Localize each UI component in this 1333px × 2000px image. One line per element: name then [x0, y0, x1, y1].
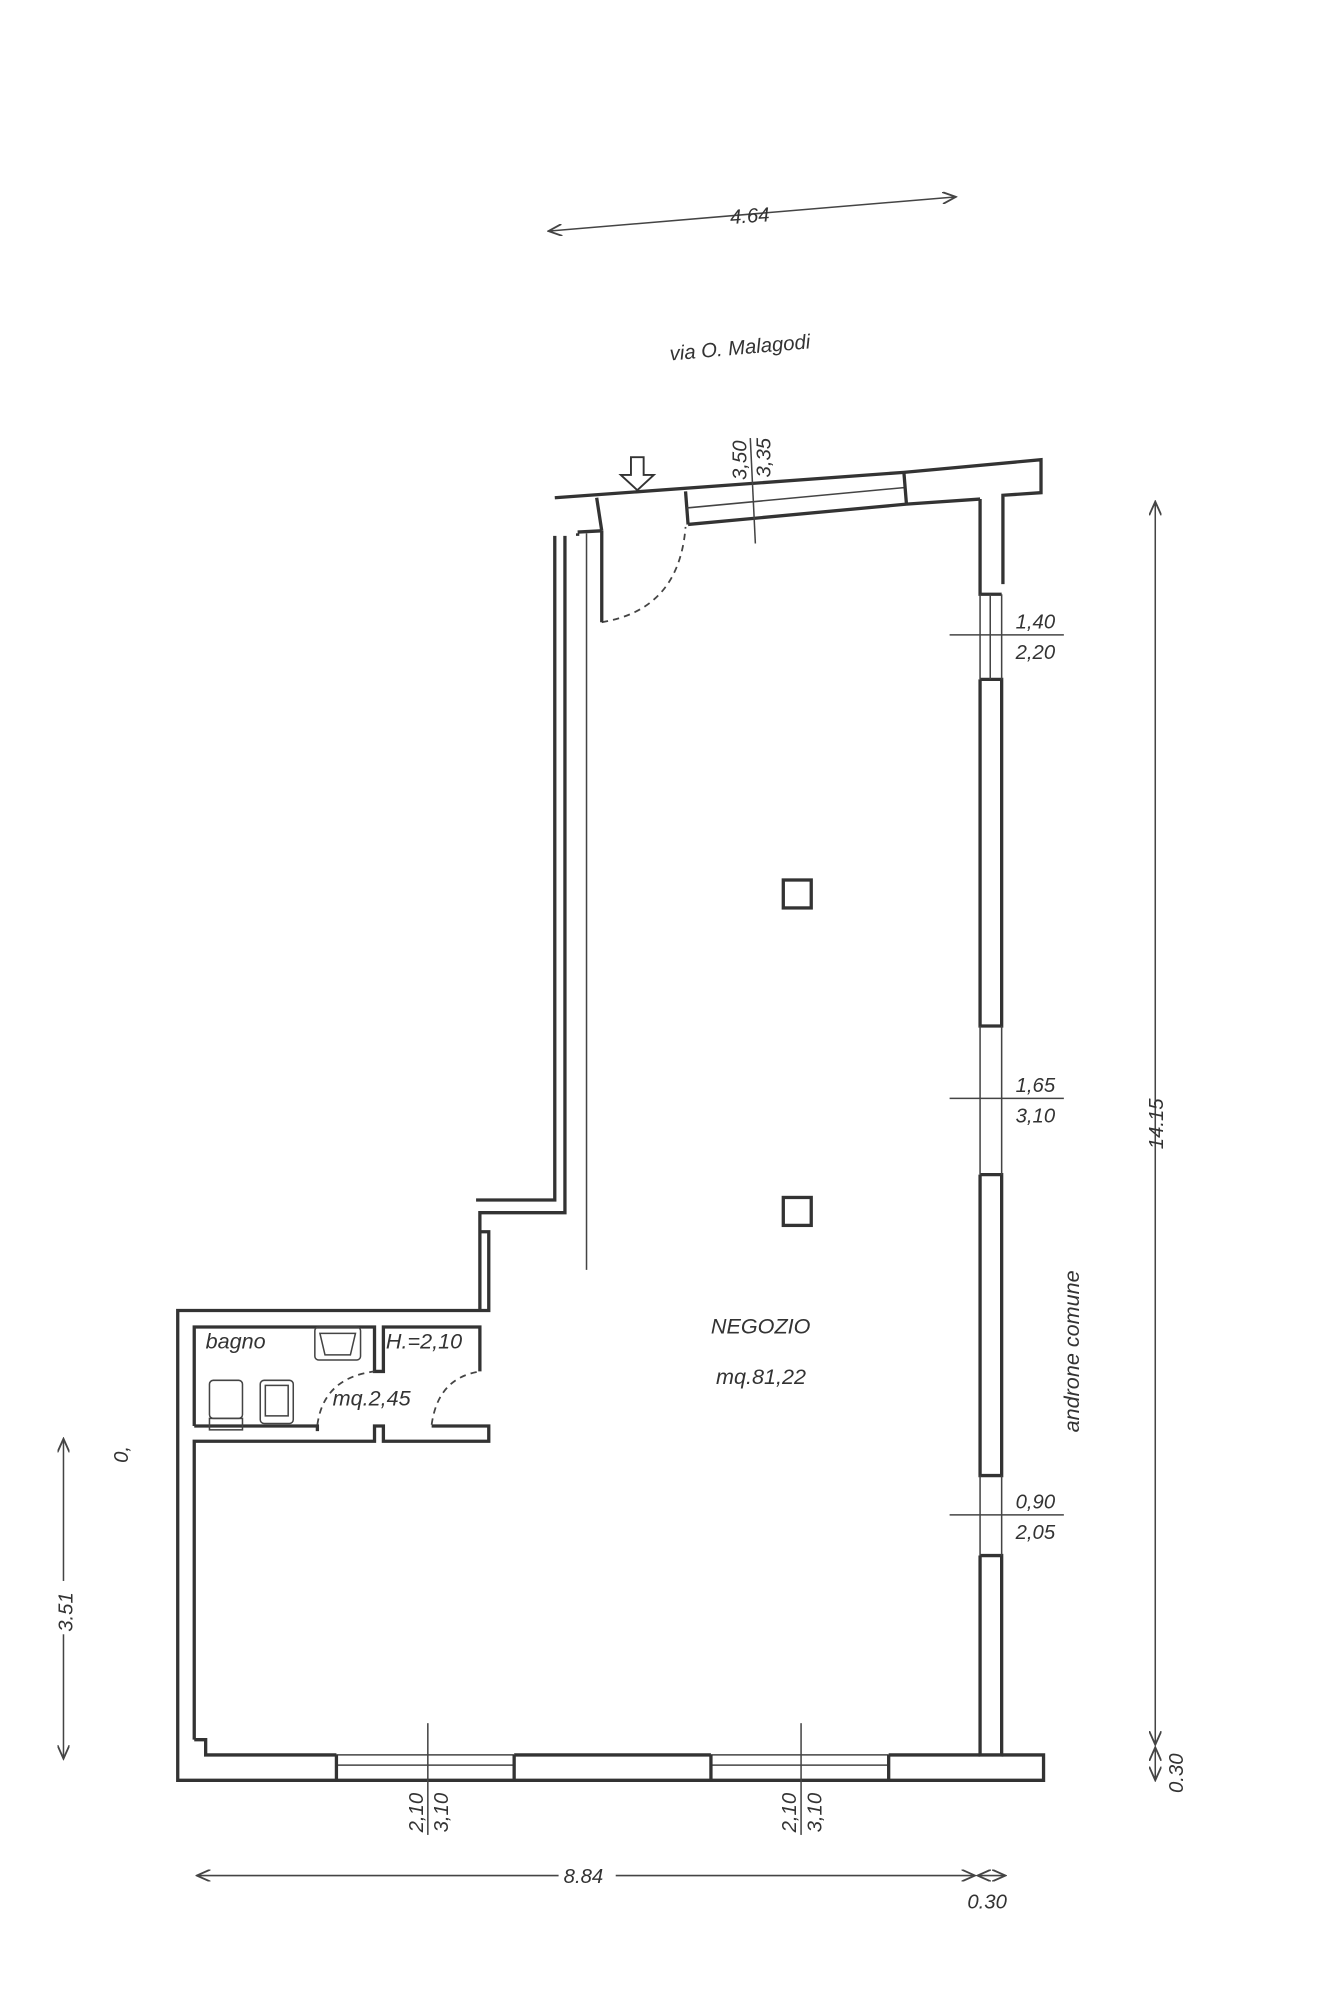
dimension-label: 4.64	[729, 204, 770, 229]
room-name: NEGOZIO	[711, 1313, 811, 1338]
opening-width: 2,10	[779, 1792, 801, 1833]
street-label: via O. Malagodi	[669, 331, 812, 365]
wc-door-swing	[430, 1370, 481, 1425]
opening-width: 0,90	[1016, 1492, 1056, 1514]
opening-height: 3,35	[754, 437, 776, 477]
bathroom-height: H.=2,10	[386, 1329, 462, 1354]
svg-text:0.30: 0.30	[967, 1892, 1007, 1914]
sink-icon	[314, 1326, 362, 1361]
top-dimension: 4.64	[548, 197, 956, 231]
room-area: mq.81,22	[716, 1364, 806, 1389]
column	[781, 1195, 813, 1228]
bathroom-area: mq.2,45	[333, 1386, 412, 1411]
svg-text:8.84: 8.84	[564, 1866, 604, 1888]
walls	[176, 457, 1046, 1782]
opening-height: 3,10	[1016, 1106, 1056, 1128]
opening-width: 2,10	[406, 1792, 428, 1833]
entrance-arrow-icon	[618, 456, 657, 492]
entrance-door-swing	[601, 526, 687, 624]
svg-text:3.51: 3.51	[55, 1592, 77, 1632]
bidet-icon	[259, 1379, 295, 1425]
bathroom-name: bagno	[206, 1329, 266, 1354]
svg-text:0.30: 0.30	[1166, 1753, 1188, 1793]
left-dimension: 3.51 0,	[50, 1439, 133, 1759]
right-dimension: 14.15 0.30	[1146, 502, 1188, 1793]
opening-width: 1,40	[1016, 612, 1056, 634]
toilet-icon	[208, 1379, 244, 1431]
svg-text:14.15: 14.15	[1146, 1098, 1168, 1150]
opening-height: 3,10	[804, 1792, 826, 1832]
shared-hall-label: androne comune	[1059, 1270, 1084, 1432]
column	[781, 878, 813, 910]
bottom-dimension: 8.84 0.30	[197, 1862, 1008, 1914]
opening-height: 3,10	[431, 1792, 453, 1832]
svg-text:0,: 0,	[111, 1446, 133, 1463]
opening-width: 1,65	[1016, 1075, 1056, 1097]
opening-height: 2,05	[1015, 1522, 1056, 1544]
opening-width: 3,50	[729, 440, 751, 480]
opening-height: 2,20	[1015, 642, 1056, 664]
